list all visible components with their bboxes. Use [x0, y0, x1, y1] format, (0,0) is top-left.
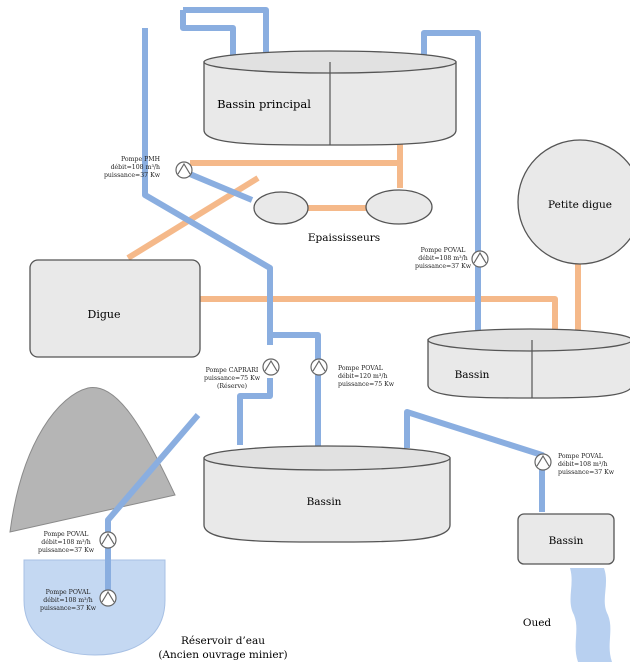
pump-poval-mid-icon	[310, 358, 328, 376]
svg-text:Pompe POVAL: Pompe POVAL	[338, 365, 383, 372]
blue-pipes	[105, 7, 545, 595]
blue-pipe-pump-branch	[270, 332, 321, 365]
pump-poval-reservoir-label: Pompe POVAL débit=108 m³/h puissance=37 …	[40, 589, 97, 612]
blue-pipe-top-loop	[183, 7, 269, 60]
bassin-principal-label: Bassin principal	[217, 97, 311, 111]
pump-pmh-icon	[175, 161, 193, 179]
svg-text:débit=108 m³/h: débit=108 m³/h	[111, 164, 160, 171]
svg-text:puissance=37 Kw: puissance=37 Kw	[415, 263, 472, 270]
pumps	[99, 161, 552, 607]
blue-pipe-top-drop	[180, 10, 236, 60]
reservoir-water	[23, 559, 166, 656]
reservoir-label-line1: Réservoir d’eau	[181, 635, 265, 647]
digue	[29, 259, 201, 358]
epaississeurs-label: Epaississeurs	[308, 232, 380, 244]
svg-text:puissance=37 Kw: puissance=37 Kw	[40, 605, 97, 612]
digue-label: Digue	[88, 308, 121, 321]
svg-text:Pompe POVAL: Pompe POVAL	[44, 531, 89, 538]
pump-poval-right-icon	[534, 453, 552, 471]
svg-text:Pompe PMH: Pompe PMH	[121, 156, 161, 163]
svg-text:débit=108 m³/h: débit=108 m³/h	[43, 597, 92, 604]
svg-text:débit=120 m³/h: débit=120 m³/h	[338, 373, 387, 380]
terril-mound	[9, 387, 176, 533]
bassin-right	[427, 328, 630, 399]
epaississeur-left	[253, 191, 309, 225]
svg-text:débit=108 m³/h: débit=108 m³/h	[41, 539, 90, 546]
svg-text:débit=108 m³/h: débit=108 m³/h	[418, 255, 467, 262]
bassin-center-label: Bassin	[307, 496, 342, 508]
svg-text:débit=108 m³/h: débit=108 m³/h	[558, 461, 607, 468]
blue-pipe-caprari-loop	[237, 378, 273, 445]
reservoir-label-line2: (Ancien ouvrage minier)	[158, 649, 287, 661]
oued-river	[570, 568, 612, 662]
bassin-small	[517, 513, 615, 565]
svg-text:puissance=37 Kw: puissance=37 Kw	[558, 469, 615, 476]
oued-label: Oued	[523, 617, 552, 629]
bassin-principal	[203, 50, 457, 146]
bassin-center	[203, 445, 451, 543]
svg-text:Pompe POVAL: Pompe POVAL	[421, 247, 466, 254]
svg-text:Pompe POVAL: Pompe POVAL	[558, 453, 603, 460]
orange-pipe-digue-to-bassin	[200, 296, 558, 335]
pump-poval-mid-label: Pompe POVAL débit=120 m³/h puissance=75 …	[338, 365, 395, 388]
blue-pipe-bassin-to-right	[404, 409, 545, 512]
blue-pipe-reservoir-up	[105, 413, 201, 595]
blue-pipe-right-return	[421, 30, 481, 335]
svg-text:(Réserve): (Réserve)	[217, 383, 247, 390]
pump-poval-left-icon	[99, 531, 117, 549]
svg-text:Pompe CAPRARI: Pompe CAPRARI	[206, 367, 259, 374]
pump-caprari-label: Pompe CAPRARI puissance=75 Kw (Réserve)	[204, 367, 261, 390]
petite-digue	[517, 139, 630, 265]
epaississeur-right	[365, 189, 433, 225]
pump-poval-top-icon	[471, 250, 489, 268]
svg-text:puissance=75 Kw: puissance=75 Kw	[338, 381, 395, 388]
svg-text:puissance=37 Kw: puissance=37 Kw	[104, 172, 161, 179]
pump-caprari-icon	[262, 358, 280, 376]
pump-poval-left-label: Pompe POVAL débit=108 m³/h puissance=37 …	[38, 531, 95, 554]
pump-poval-top-label: Pompe POVAL débit=108 m³/h puissance=37 …	[415, 247, 472, 270]
svg-text:puissance=37 Kw: puissance=37 Kw	[38, 547, 95, 554]
blue-pipe-left-riser	[142, 28, 273, 345]
svg-text:Pompe POVAL: Pompe POVAL	[46, 589, 91, 596]
svg-text:puissance=75 Kw: puissance=75 Kw	[204, 375, 261, 382]
bassin-right-label: Bassin	[455, 369, 490, 381]
pump-poval-reservoir-icon	[99, 589, 117, 607]
pump-poval-right-label: Pompe POVAL débit=108 m³/h puissance=37 …	[558, 453, 615, 476]
bassin-small-label: Bassin	[549, 535, 584, 547]
pump-pmh-label: Pompe PMH débit=108 m³/h puissance=37 Kw	[104, 156, 161, 179]
blue-pipe-to-left-epaississeur	[183, 169, 254, 203]
petite-digue-label: Petite digue	[548, 199, 612, 211]
